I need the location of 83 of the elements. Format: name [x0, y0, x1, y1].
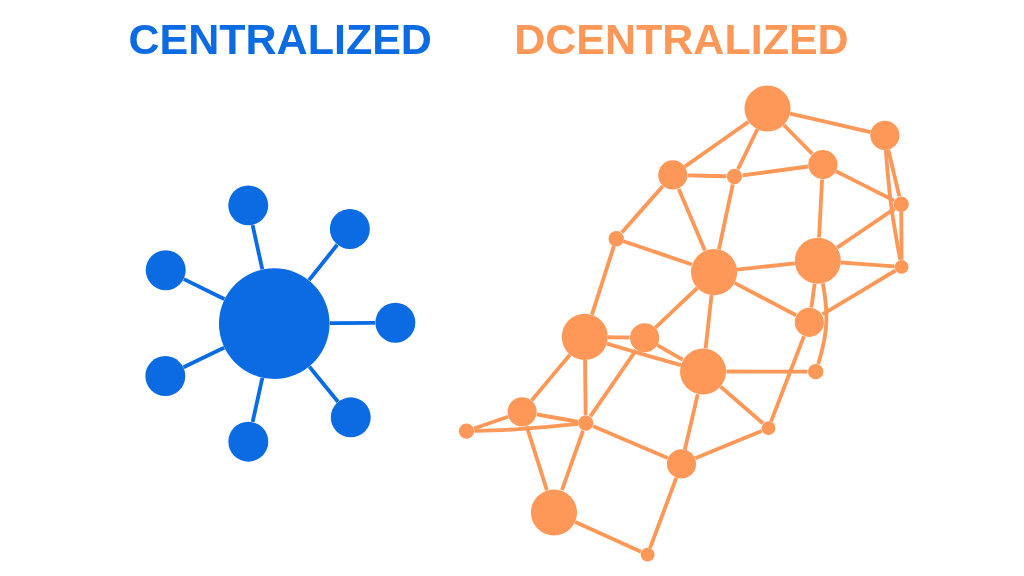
connector: [588, 349, 637, 418]
node-circle: [374, 302, 415, 343]
connector: [816, 179, 824, 238]
node-circle: [666, 449, 696, 479]
label: CENTRALIZED: [127, 14, 432, 63]
node-circle: [893, 196, 909, 212]
node-circle: [458, 423, 474, 439]
connector: [529, 353, 571, 402]
connector: [619, 184, 664, 234]
node-circle: [227, 185, 268, 226]
connector: [182, 345, 225, 369]
connector: [694, 429, 762, 460]
label: DCENTRALIZED: [513, 14, 849, 63]
connector: [250, 377, 264, 423]
connector: [736, 261, 795, 272]
connector: [573, 520, 642, 554]
connector: [781, 123, 814, 156]
node-circle: [794, 307, 824, 337]
node-circle: [330, 397, 371, 438]
connector: [820, 268, 897, 317]
connector: [735, 128, 759, 170]
connector: [687, 173, 726, 179]
node-circle: [561, 313, 608, 360]
connector: [718, 385, 764, 425]
connector: [898, 212, 903, 260]
node-circle: [807, 149, 837, 180]
node-circle: [144, 356, 185, 396]
connector: [592, 424, 668, 460]
connector: [307, 365, 339, 403]
node-circle: [227, 421, 268, 462]
node-circle: [608, 231, 624, 247]
connector: [647, 477, 678, 549]
connector: [524, 425, 549, 491]
node-circle: [640, 547, 654, 562]
connector: [683, 120, 749, 169]
connector: [840, 260, 895, 269]
connector: [306, 243, 339, 282]
node-circle: [329, 209, 370, 249]
connector: [473, 422, 578, 433]
connector: [607, 335, 630, 340]
connector: [885, 149, 901, 197]
connector: [589, 245, 616, 316]
connector: [676, 188, 707, 252]
connector: [716, 183, 735, 250]
node-circle: [530, 489, 577, 536]
node-circle: [690, 249, 737, 296]
connector: [834, 169, 895, 203]
node-circle: [794, 237, 841, 284]
node-circle: [629, 323, 659, 353]
node-circle: [894, 259, 909, 274]
connector: [582, 360, 588, 416]
connector: [535, 412, 578, 424]
connector: [329, 320, 375, 326]
connector: [682, 393, 700, 451]
node-circle: [577, 415, 593, 431]
node-circle: [726, 168, 742, 185]
connector: [605, 341, 681, 368]
node-circle: [807, 363, 823, 380]
node-circle: [218, 268, 330, 379]
connector: [703, 294, 713, 349]
connector: [726, 369, 808, 374]
connector: [250, 224, 264, 270]
connector: [808, 283, 817, 308]
connector: [883, 150, 902, 260]
node-circle: [761, 421, 775, 436]
connector: [768, 335, 806, 423]
connector: [472, 414, 509, 431]
node-circle: [507, 397, 537, 427]
node-circle: [145, 250, 186, 291]
connector: [741, 164, 808, 178]
connector: [559, 430, 585, 491]
node-circle: [744, 85, 791, 132]
connector: [815, 283, 828, 365]
connector: [835, 207, 896, 250]
node-circle: [869, 120, 899, 150]
node-circle: [657, 160, 687, 190]
connector: [653, 286, 699, 329]
connector: [622, 239, 692, 267]
connector: [182, 277, 225, 301]
node-circle: [679, 348, 726, 395]
connector: [789, 111, 871, 134]
connector: [733, 281, 797, 317]
connector: [655, 343, 684, 362]
